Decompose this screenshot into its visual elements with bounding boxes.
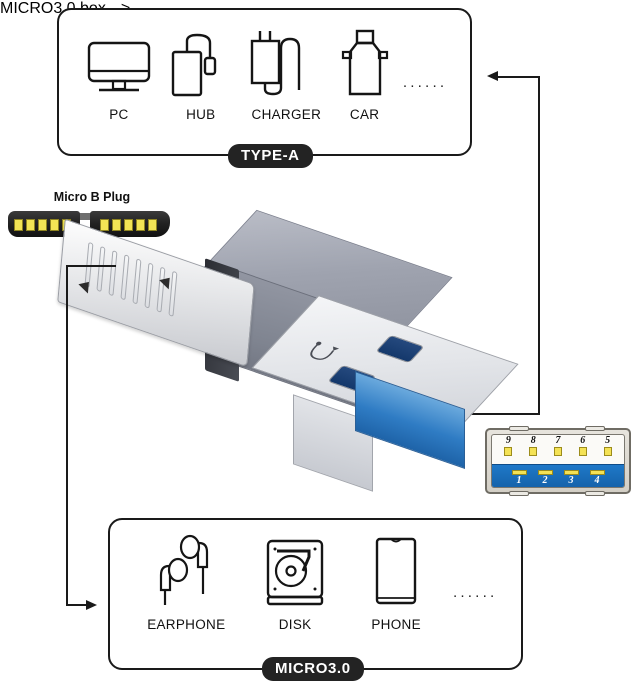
pin-number: 3 [568,475,574,486]
device-label-car: CAR [349,107,380,122]
micro-icon-row: EARPHONE DISK [110,534,521,632]
hub-icon [170,24,232,98]
device-label-phone: PHONE [371,617,421,632]
smartphone-icon [373,534,419,608]
device-item-pc: PC [77,24,161,122]
pin-contact [578,447,587,456]
micro-b-right-segment [90,211,170,237]
blade-rib [96,245,106,293]
blade-rib [120,254,130,301]
pin-contact [589,470,605,475]
leader-line-micro-foot [66,604,88,606]
micro-b-contact [26,219,35,231]
micro-b-contact [124,219,133,231]
pinout-top-pin-row: 9 8 7 6 5 [492,436,624,456]
blade-arrow-mark [77,278,89,294]
car-charger-icon [341,24,389,98]
pinout-pin-1: 1 [511,470,527,486]
leader-line-typea-foot [463,413,540,415]
device-item-earphone: EARPHONE [128,534,245,632]
earphones-icon [148,534,224,608]
device-label-pc: PC [109,107,129,122]
micro-b-bridge [76,213,94,220]
leader-line-micro-vertical [66,265,68,606]
usb3-pinout-diagram: 9 8 7 6 5 [485,426,631,496]
pinout-pin-6: 6 [578,435,587,456]
device-item-hub: HUB [161,24,241,122]
leader-line-typea-horizontal [498,76,540,78]
arrow-to-micro-box [86,600,97,610]
ellipsis-dots: ······ [452,586,497,604]
pin-number: 1 [516,475,522,486]
pin-number: 2 [542,475,548,486]
wall-charger-icon [249,24,323,98]
pinout-blue-insert [492,464,624,487]
monitor-icon [86,24,152,98]
pinout-pin-3: 3 [563,470,579,486]
blade-rib [132,258,142,305]
pinout-latch-tab [585,426,605,431]
pinout-pin-2: 2 [537,470,553,486]
leader-line-micro-horizontal [66,265,116,267]
pin-contact [553,447,562,456]
micro-b-contact [14,219,23,231]
device-label-charger: CHARGER [251,107,322,122]
pin-contact [504,447,513,456]
pinout-pin-4: 4 [589,470,605,486]
pin-contact [511,470,527,475]
pin-number: 8 [530,435,536,446]
device-item-disk: DISK [245,534,346,632]
pinout-latch-tab [509,426,529,431]
pin-number: 6 [580,435,586,446]
micro-b-connector-blade [57,218,255,368]
micro-category-box: EARPHONE DISK [108,518,523,670]
pinout-cavity: 9 8 7 6 5 [491,434,625,488]
micro-b-contact [50,219,59,231]
pinout-pin-7: 7 [553,435,562,456]
micro-b-contact [100,219,109,231]
hard-disk-icon [265,534,325,608]
pinout-latch-tab [585,491,605,496]
pinout-pin-5: 5 [603,435,612,456]
pin-number: 7 [555,435,561,446]
device-item-charger: CHARGER [241,24,332,122]
usb-trident-logo-icon [292,338,347,372]
pin-contact [529,447,538,456]
pinout-pin-9: 9 [504,435,513,456]
pin-number: 4 [594,475,600,486]
pin-number: 5 [605,435,611,446]
type-a-ellipsis: ······ [397,48,452,122]
micro-pill-label: MICRO3.0 [262,657,364,681]
micro-ellipsis: ······ [447,558,503,632]
pin-number: 9 [505,435,511,446]
blade-rib [144,262,154,309]
ellipsis-dots: ······ [402,76,447,94]
micro-b-contact [136,219,145,231]
type-a-icon-row: PC HUB [59,24,470,122]
pin-contact [537,470,553,475]
arrow-to-typea-box [487,71,498,81]
pinout-pin-8: 8 [529,435,538,456]
pinout-bottom-pin-row: 1 2 3 4 [492,470,624,486]
micro-b-plug-title: Micro B Plug [53,190,131,204]
micro-b-contact [148,219,157,231]
device-item-car: CAR [332,24,398,122]
blade-rib [108,250,118,297]
type-a-pill-label: TYPE-A [228,144,313,168]
pin-contact [603,447,612,456]
device-label-earphone: EARPHONE [147,617,226,632]
type-a-category-box: PC HUB [57,8,472,156]
pin-contact [563,470,579,475]
device-label-hub: HUB [186,107,216,122]
micro-b-contact [38,219,47,231]
pinout-latch-tab [509,491,529,496]
leader-line-typea-vertical [538,76,540,415]
adapter-product-image [55,209,525,512]
device-label-disk: DISK [278,617,312,632]
micro-b-contact [112,219,121,231]
device-item-phone: PHONE [346,534,447,632]
blade-rib [156,266,166,313]
blade-rib [168,270,178,317]
